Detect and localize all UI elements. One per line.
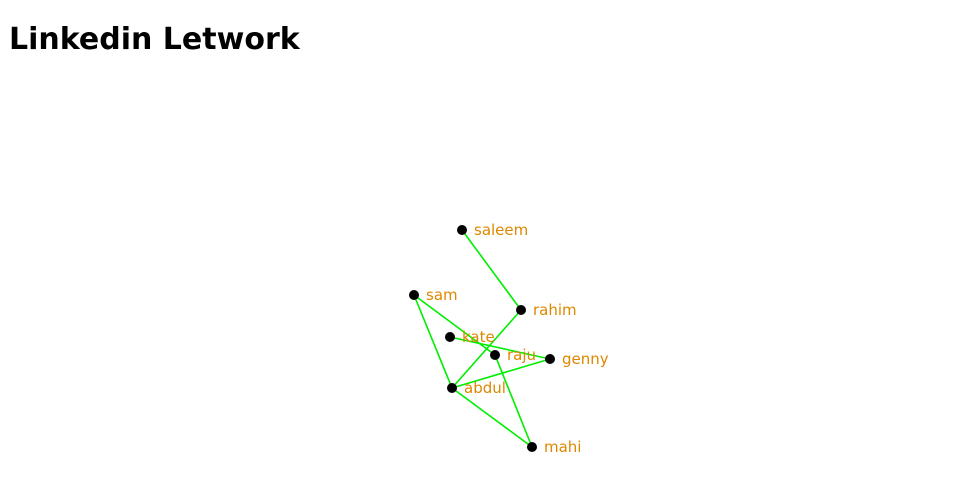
nodes-layer: saleem sam rahim kate raju genny abdul mahi — [409, 221, 609, 456]
node-sam[interactable]: sam — [409, 286, 458, 304]
node-label-rahim: rahim — [533, 301, 577, 319]
node-dot-genny[interactable] — [545, 354, 555, 364]
edge-sam-abdul — [413, 294, 453, 389]
node-label-genny: genny — [562, 350, 609, 368]
node-dot-rahim[interactable] — [516, 305, 526, 315]
node-raju[interactable]: raju — [490, 346, 536, 364]
node-rahim[interactable]: rahim — [516, 301, 577, 319]
node-dot-saleem[interactable] — [457, 225, 467, 235]
edge-abdul-genny — [451, 358, 551, 389]
edge-sam-raju — [413, 294, 496, 356]
node-genny[interactable]: genny — [545, 350, 609, 368]
node-label-raju: raju — [507, 346, 536, 364]
page-title: Linkedin Letwork — [9, 22, 300, 57]
node-abdul[interactable]: abdul — [447, 379, 506, 397]
node-dot-raju[interactable] — [490, 350, 500, 360]
node-dot-mahi[interactable] — [527, 442, 537, 452]
node-mahi[interactable]: mahi — [527, 438, 581, 456]
node-label-abdul: abdul — [464, 379, 506, 397]
node-dot-abdul[interactable] — [447, 383, 457, 393]
node-label-sam: sam — [426, 286, 458, 304]
edge-saleem-rahim — [461, 229, 522, 311]
edge-raju-mahi — [494, 354, 533, 448]
node-saleem[interactable]: saleem — [457, 221, 528, 239]
node-label-mahi: mahi — [544, 438, 581, 456]
node-dot-sam[interactable] — [409, 290, 419, 300]
node-dot-kate[interactable] — [445, 332, 455, 342]
edges-layer — [413, 229, 551, 448]
node-label-kate: kate — [462, 328, 495, 346]
node-label-saleem: saleem — [474, 221, 528, 239]
node-kate[interactable]: kate — [445, 328, 495, 346]
edge-kate-genny — [449, 336, 551, 360]
edge-abdul-mahi — [451, 387, 533, 448]
